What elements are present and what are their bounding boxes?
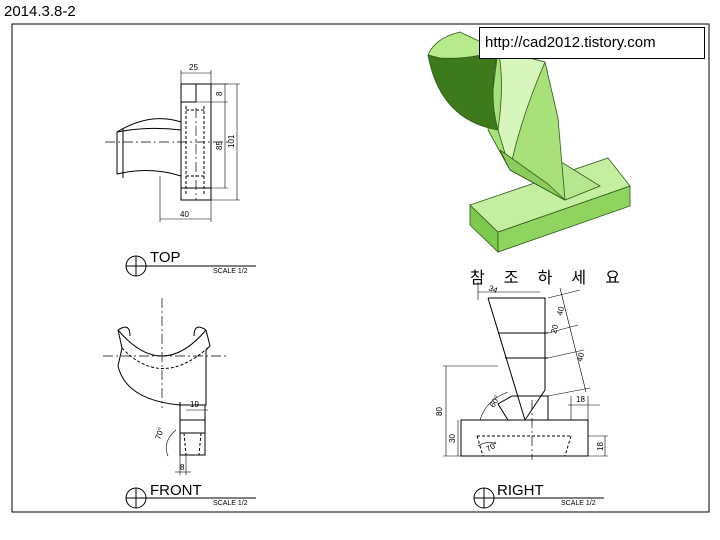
front-crescent xyxy=(117,329,207,357)
top-view-label: TOP xyxy=(150,249,181,266)
front-view xyxy=(103,298,228,475)
right-view-label: RIGHT xyxy=(497,482,544,499)
right-view-scale: SCALE 1/2 xyxy=(561,500,596,507)
right-view-symbol xyxy=(473,487,604,509)
right-base xyxy=(460,419,589,457)
front-view-scale: SCALE 1/2 xyxy=(213,500,248,507)
right-dim-18-base: 18 xyxy=(596,442,605,451)
sheet-border xyxy=(11,23,710,513)
right-dim-20: 20 xyxy=(549,323,560,334)
source-url: http://cad2012.tistory.com xyxy=(479,27,705,59)
right-dim-30: 30 xyxy=(448,434,457,443)
front-dim-19: 19 xyxy=(190,400,199,409)
top-dim-101: 101 xyxy=(227,134,236,148)
top-dim-25: 25 xyxy=(189,63,198,72)
front-dim-8: 8 xyxy=(180,463,185,472)
right-view xyxy=(443,282,608,460)
right-dim-70deg: 70° xyxy=(485,440,500,454)
top-view xyxy=(105,70,240,222)
front-view-label: FRONT xyxy=(150,482,202,499)
top-dim-8: 8 xyxy=(215,91,224,96)
drawing-id: 2014.3.8-2 xyxy=(4,3,76,20)
top-saddle xyxy=(116,118,182,177)
front-view-symbol xyxy=(125,487,256,509)
right-dim-40a: 40 xyxy=(555,305,566,316)
top-dim-40: 40 xyxy=(180,210,189,219)
top-view-scale: SCALE 1/2 xyxy=(213,268,248,275)
right-dim-40b: 40 xyxy=(575,351,586,362)
front-dim-70deg: 70° xyxy=(153,426,166,440)
top-dim-85: 85 xyxy=(215,141,224,150)
front-lower-block xyxy=(179,419,206,456)
right-dim-18-top: 18 xyxy=(576,395,585,404)
top-view-symbol xyxy=(125,255,256,277)
reference-note: 참 조 하 세 요 xyxy=(470,268,627,287)
right-arm xyxy=(488,297,546,421)
right-dim-34: 34 xyxy=(487,284,499,296)
right-dim-80: 80 xyxy=(435,407,444,416)
isometric-model xyxy=(427,31,631,253)
